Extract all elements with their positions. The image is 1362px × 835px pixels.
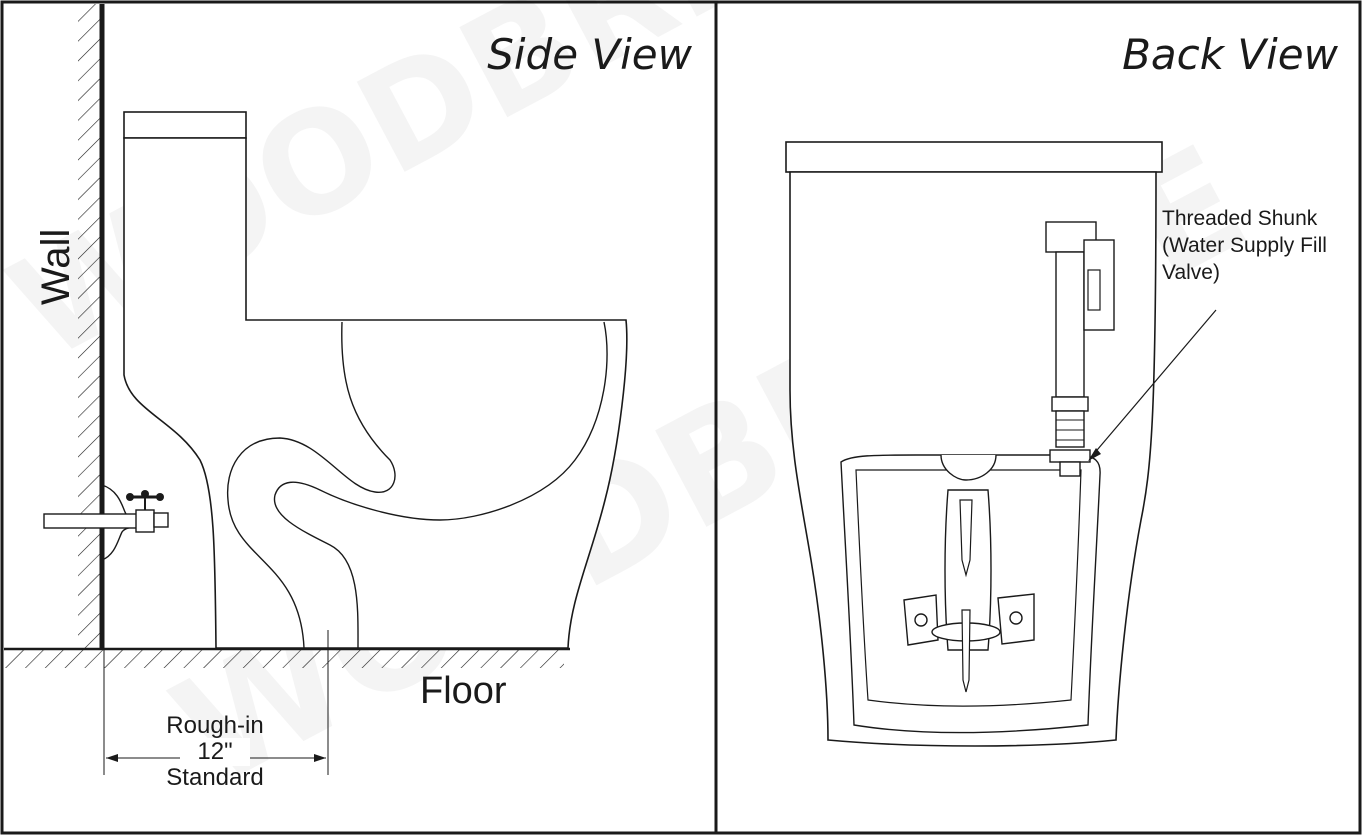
rough-in-arrow-left [106,754,118,762]
rough-in-label: Rough-in [166,712,264,739]
rough-in-standard: Standard [166,764,264,791]
wall-hatching [78,4,100,648]
floor-hatching [4,650,564,668]
fill-valve-callout: Threaded Shunk (Water Supply Fill Valve) [1162,207,1327,284]
tank-lid [123,111,247,139]
supply-pipe [43,513,143,529]
back-view-drawing [785,141,1217,747]
base-cavity-inner [855,469,1082,707]
callout-leader [1091,309,1217,457]
wall-label: Wall [34,228,78,305]
back-view-title: Back View [1122,30,1338,79]
side-view-drawing [4,4,628,775]
toilet-body-outline [123,137,628,649]
side-view-panel: Side View Wall Floor Rough-in 12" Standa… [4,4,692,791]
side-view-title: Side View [487,30,692,79]
fill-valve-assembly [1045,221,1115,477]
shutoff-valve-body [135,509,155,533]
drain-spike [959,499,973,693]
callout-arrow [1088,448,1101,461]
trapway-curve [273,321,608,649]
bowl-inner-curve [226,321,396,649]
back-view-panel: Back View [716,0,1362,835]
valve-outlet [153,512,169,528]
floor-label: Floor [420,670,507,712]
back-tank-lid [785,141,1163,173]
rough-in-value: 12" [180,738,250,766]
rough-in-arrow-right [314,754,326,762]
